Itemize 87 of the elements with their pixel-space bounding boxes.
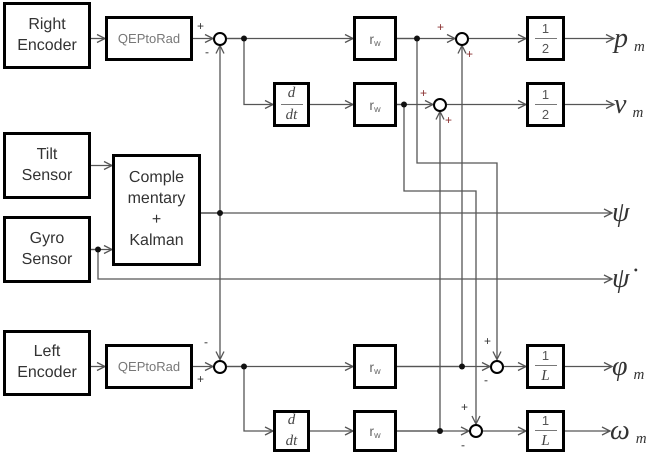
fraction-term: 1 <box>542 414 550 426</box>
sign-label: - <box>484 374 488 386</box>
fraction-block <box>273 82 310 127</box>
sign-label: + <box>197 373 204 385</box>
fraction-term: 1 <box>542 22 550 35</box>
signal-arrow <box>91 248 613 284</box>
signal-arrow <box>469 34 527 44</box>
fraction-term: dt <box>286 434 298 449</box>
sign-label: - <box>205 46 209 58</box>
output-symbol: v$_{m}$ <box>614 84 650 124</box>
signal-arrow <box>397 38 502 360</box>
fraction-term: 2 <box>542 108 550 121</box>
signal-arrow <box>397 44 467 368</box>
gain-label: r$_{w}$ <box>369 424 381 438</box>
signal-arrow <box>310 426 354 436</box>
signal-arrow <box>565 100 615 110</box>
gain-block <box>353 82 397 127</box>
sign-label: + <box>197 20 204 32</box>
sign-label: - <box>204 336 208 348</box>
block-label: Gyro Sensor <box>20 228 74 270</box>
signal-arrow <box>193 34 214 44</box>
signal-arrow <box>565 362 613 372</box>
converter-block <box>105 16 193 61</box>
fraction-block <box>526 344 565 389</box>
sign-label: + <box>420 87 428 99</box>
converter-block <box>105 344 193 389</box>
block-label: QEPtoRad <box>118 360 180 373</box>
fraction-term: L <box>541 369 550 384</box>
signal-arrow <box>483 426 527 436</box>
summing-junction <box>433 98 447 112</box>
summing-junction <box>469 424 483 438</box>
sensor-block <box>3 2 91 69</box>
sign-label: + <box>466 48 474 60</box>
signal-arrow <box>193 362 214 372</box>
gain-block <box>353 344 397 389</box>
block-label: Left Encoder <box>16 342 78 383</box>
block-label: Comple mentary + Kalman <box>126 168 186 251</box>
signal-arrow <box>91 160 113 170</box>
block-label: Right Encoder <box>16 14 78 56</box>
signal-arrow <box>565 34 615 44</box>
fraction-block <box>526 16 565 61</box>
fraction-term: 2 <box>542 42 550 55</box>
fraction-term: 1 <box>542 349 550 362</box>
gain-block <box>353 16 397 61</box>
sign-label: + <box>437 21 444 33</box>
fraction-block <box>526 82 565 127</box>
sensor-block <box>3 216 91 283</box>
summing-junction <box>213 32 227 46</box>
signal-arrow <box>397 104 481 425</box>
fraction-block <box>273 410 310 452</box>
output-symbol: φ$_{m}$ <box>612 346 650 386</box>
signal-arrow <box>447 100 527 110</box>
fraction-block <box>526 410 565 452</box>
sign-label: + <box>484 335 492 347</box>
fraction-term: d <box>288 86 296 101</box>
sign-label: + <box>445 114 452 126</box>
fraction-term: dt <box>286 108 298 123</box>
signal-arrow <box>91 34 106 44</box>
signal-arrow <box>397 110 445 432</box>
fraction-term: L <box>541 434 550 448</box>
sign-label: - <box>461 439 465 451</box>
signal-arrow <box>227 38 274 110</box>
fraction-term: d <box>288 413 296 428</box>
sensor-block <box>3 132 91 199</box>
gain-label: r$_{w}$ <box>369 98 381 112</box>
output-symbol: ψ̇ <box>612 259 636 299</box>
signal-arrow <box>201 208 613 218</box>
summing-junction <box>213 360 227 374</box>
output-symbol: ψ <box>612 193 636 233</box>
summing-junction <box>455 32 469 46</box>
signal-arrow <box>310 100 354 110</box>
output-symbol: ω$_{m}$ <box>610 411 653 451</box>
signal-arrow <box>227 366 274 436</box>
gain-block <box>353 410 397 452</box>
sign-label: + <box>461 401 468 413</box>
block-label: Tilt Sensor <box>20 144 74 186</box>
signal-arrow <box>91 362 106 372</box>
filter-block <box>112 154 201 266</box>
sensor-block <box>3 330 91 396</box>
signal-arrow <box>565 426 611 436</box>
fraction-term: 1 <box>542 88 550 101</box>
block-label: QEPtoRad <box>118 32 180 45</box>
gain-label: r$_{w}$ <box>369 32 381 46</box>
summing-junction <box>490 360 504 374</box>
output-symbol: p$_{m}$ <box>614 18 651 58</box>
signal-arrow <box>504 362 527 372</box>
gain-label: r$_{w}$ <box>369 360 381 374</box>
